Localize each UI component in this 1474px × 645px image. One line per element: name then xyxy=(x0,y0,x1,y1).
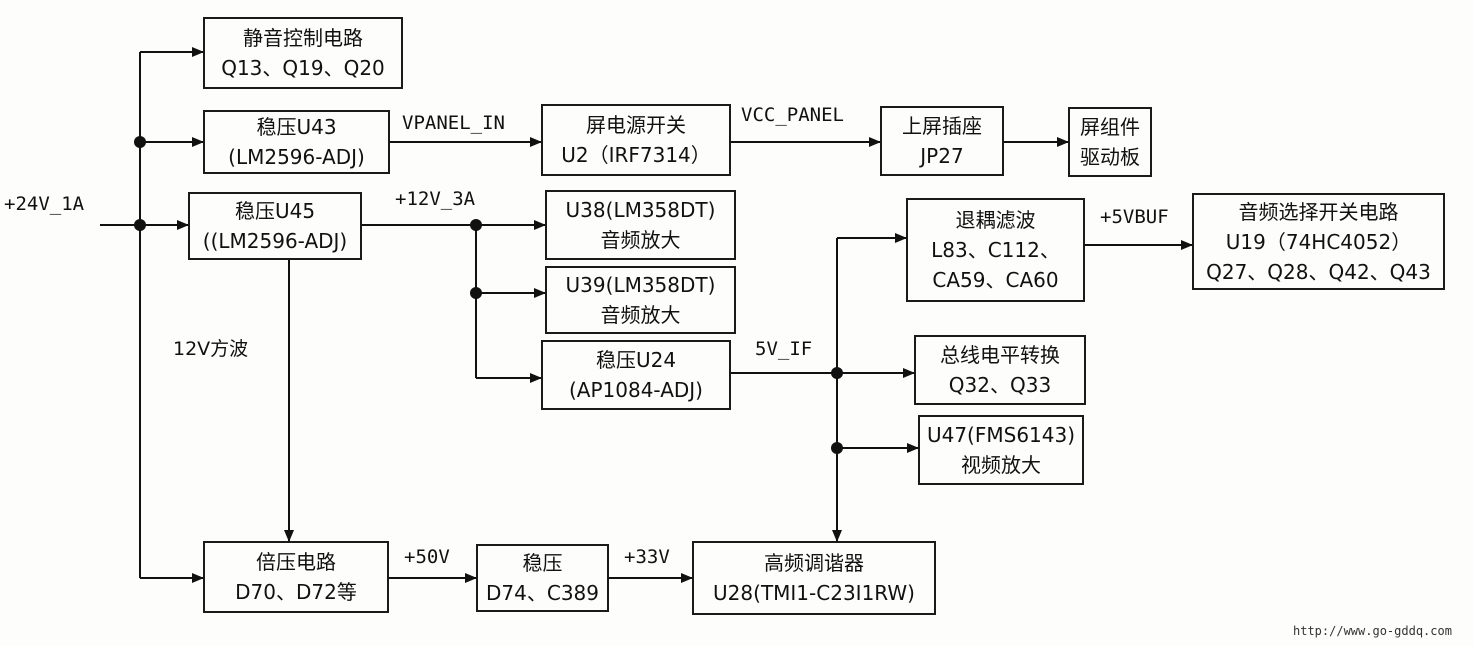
upper-screen-socket-part: JP27 xyxy=(920,144,964,168)
decoupling-filter-parts1: L83、C112、 xyxy=(931,238,1060,262)
voltage-doubler-parts: D70、D72等 xyxy=(235,580,357,604)
u39-function: 音频放大 xyxy=(600,303,681,327)
bus-level-shift-title: 总线电平转换 xyxy=(940,343,1060,367)
rf-tuner-block: 高频调谐器 U28(TMI1-C23I1RW) xyxy=(692,541,936,615)
regulator-u43-block: 稳压U43 (LM2596-ADJ) xyxy=(203,110,390,174)
regulator-u24-block: 稳压U24 (AP1084-ADJ) xyxy=(541,340,731,410)
mute-control-block: 静音控制电路 Q13、Q19、Q20 xyxy=(203,17,403,89)
audio-select-switch-title: 音频选择开关电路 xyxy=(1238,199,1399,224)
u39-audio-amp-block: U39(LM358DT) 音频放大 xyxy=(545,266,736,334)
audio-select-switch-transistors: Q27、Q28、Q42、Q43 xyxy=(1206,259,1431,284)
v12-3a-label: +12V_3A xyxy=(395,188,476,210)
u39-part: U39(LM358DT) xyxy=(565,273,716,297)
regulator-33v-block: 稳压 D74、C389 xyxy=(476,544,609,612)
u38-function: 音频放大 xyxy=(600,228,681,252)
u47-video-amp-block: U47(FMS6143) 视频放大 xyxy=(918,415,1084,485)
u38-part: U38(LM358DT) xyxy=(565,198,716,222)
v33-label: +33V xyxy=(624,546,670,568)
u38-audio-amp-block: U38(LM358DT) 音频放大 xyxy=(545,190,736,260)
regulator-u45-block: 稳压U45 ((LM2596-ADJ) xyxy=(188,192,362,260)
watermark-url: http://www.go-gddq.com xyxy=(1293,624,1452,638)
v5-if-label: 5V_IF xyxy=(755,338,813,360)
decoupling-filter-block: 退耦滤波 L83、C112、 CA59、CA60 xyxy=(906,198,1085,302)
regulator-u24-title: 稳压U24 xyxy=(595,348,677,372)
regulator-u45-part: ((LM2596-ADJ) xyxy=(202,229,348,253)
bus-level-shift-block: 总线电平转换 Q32、Q33 xyxy=(914,335,1086,405)
mute-control-title: 静音控制电路 xyxy=(243,26,363,50)
rf-tuner-part: U28(TMI1-C23I1RW) xyxy=(713,581,915,605)
voltage-doubler-block: 倍压电路 D70、D72等 xyxy=(203,541,389,613)
regulator-u24-part: (AP1084-ADJ) xyxy=(568,378,703,402)
screen-power-switch-block: 屏电源开关 U2（IRF7314） xyxy=(541,104,731,176)
upper-screen-socket-block: 上屏插座 JP27 xyxy=(880,106,1004,176)
bus-level-shift-parts: Q32、Q33 xyxy=(948,373,1052,397)
panel-driver-board-block: 屏组件 驱动板 xyxy=(1068,107,1152,177)
square-wave-label: 12V方波 xyxy=(173,338,249,360)
audio-select-switch-ic: U19（74HC4052） xyxy=(1225,229,1412,254)
regulator-33v-title: 稳压 xyxy=(522,551,563,575)
upper-screen-socket-title: 上屏插座 xyxy=(902,114,982,138)
vpanel-in-label: VPANEL_IN xyxy=(402,112,505,134)
screen-power-switch-part: U2（IRF7314） xyxy=(561,143,711,167)
panel-driver-line2: 驱动板 xyxy=(1080,145,1140,169)
regulator-u43-part: (LM2596-ADJ) xyxy=(228,145,365,169)
u47-function: 视频放大 xyxy=(961,453,1041,477)
vcc-panel-label: VCC_PANEL xyxy=(741,104,844,126)
mute-control-parts: Q13、Q19、Q20 xyxy=(221,56,385,80)
u47-part: U47(FMS6143) xyxy=(926,423,1076,447)
decoupling-filter-title: 退耦滤波 xyxy=(955,208,1036,232)
regulator-u43-title: 稳压U43 xyxy=(256,115,337,139)
voltage-doubler-title: 倍压电路 xyxy=(256,550,336,574)
decoupling-filter-parts2: CA59、CA60 xyxy=(932,268,1059,292)
regulator-33v-parts: D74、C389 xyxy=(486,581,599,605)
v5buf-label: +5VBUF xyxy=(1100,206,1169,228)
v50-label: +50V xyxy=(404,546,450,568)
input-24v-label: +24V_1A xyxy=(4,193,85,215)
regulator-u45-title: 稳压U45 xyxy=(234,199,316,223)
panel-driver-line1: 屏组件 xyxy=(1080,115,1140,139)
rf-tuner-title: 高频调谐器 xyxy=(764,551,864,575)
screen-power-switch-title: 屏电源开关 xyxy=(586,113,686,137)
audio-select-switch-block: 音频选择开关电路 U19（74HC4052） Q27、Q28、Q42、Q43 xyxy=(1192,193,1445,290)
